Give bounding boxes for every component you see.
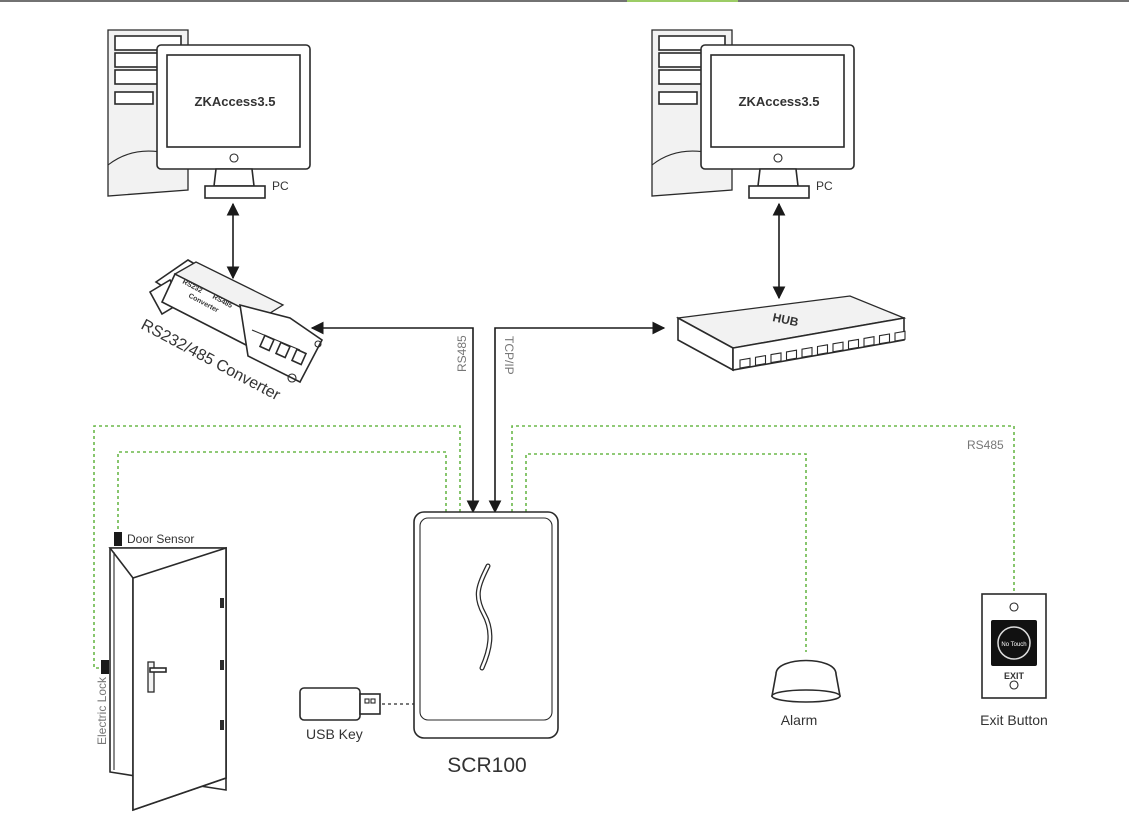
rs232-485-converter: RS232 RS485 Converter RS232/485 Converte…: [138, 259, 324, 405]
pc-left: ZKAccess3.5 PC: [107, 29, 311, 199]
hub-port: [816, 344, 829, 356]
scr100-label: SCR100: [447, 754, 526, 777]
exit-button-face-text: No Touch: [1001, 642, 1026, 648]
wire-lock-outer: [93, 425, 461, 669]
door-sensor-icon: [114, 532, 122, 546]
hub-port: [770, 352, 782, 364]
hub-ports: [739, 330, 906, 369]
tcpip-vertical-label: TCP/IP: [502, 336, 516, 375]
rs485-link: [310, 321, 480, 514]
pc-left-label: PC: [272, 179, 289, 193]
pc-right-label: PC: [816, 179, 833, 193]
door-sensor-label: Door Sensor: [127, 532, 194, 546]
alarm-label: Alarm: [781, 712, 818, 728]
rs485-right-label: RS485: [967, 438, 1004, 452]
rs485-vertical-label: RS485: [455, 335, 469, 372]
usb-plug: [359, 693, 381, 715]
hub-port: [847, 338, 860, 350]
network-hub: HUB: [675, 295, 907, 372]
usb-key: USB Key: [299, 687, 414, 742]
exit-button: No Touch EXIT Exit Button: [980, 593, 1048, 728]
usb-body: [299, 687, 361, 721]
hub-port: [785, 349, 798, 361]
electric-lock-label: Electric Lock: [95, 676, 109, 745]
wire-exit-outer: [511, 425, 1015, 592]
pc-right-screen: [710, 54, 845, 148]
electric-lock-icon: [101, 660, 109, 674]
door: Door Sensor Electric Lock: [95, 532, 227, 812]
hub-port: [863, 336, 875, 348]
dashed-wiring: [93, 425, 1015, 669]
hub-port: [739, 357, 751, 369]
alarm: Alarm: [771, 659, 841, 728]
hub-port: [754, 354, 767, 366]
alarm-dome: [771, 659, 841, 697]
exit-button-label: Exit Button: [980, 712, 1048, 728]
exit-button-exit-text: EXIT: [1004, 671, 1025, 681]
hub-port: [878, 333, 891, 345]
pc-left-screen: [166, 54, 301, 148]
hub-port: [801, 346, 813, 358]
usb-key-label: USB Key: [306, 726, 363, 742]
hub-label: HUB: [771, 310, 800, 329]
wire-sensor-inner: [117, 451, 447, 540]
scr100-device: SCR100: [413, 511, 559, 777]
tcpip-link: [488, 321, 666, 514]
pc-left-screen-text: ZKAccess3.5: [195, 94, 276, 109]
hub-port: [832, 341, 844, 353]
pc-right: ZKAccess3.5 PC: [651, 29, 855, 199]
hub-port: [894, 330, 906, 342]
wire-alarm-inner: [525, 453, 807, 652]
pc-right-screen-text: ZKAccess3.5: [739, 94, 820, 109]
